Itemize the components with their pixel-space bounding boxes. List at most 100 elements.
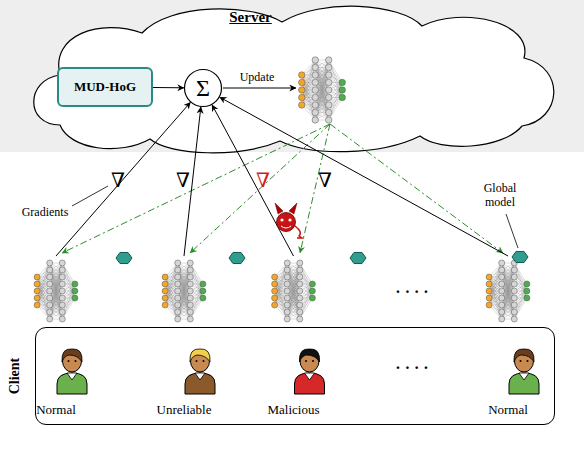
net-weight	[315, 75, 329, 83]
net-weight	[315, 75, 329, 113]
client-group: NormalUnreliableMaliciousNormalClient	[35, 327, 555, 425]
leader-line	[72, 186, 108, 206]
net-weight	[329, 83, 343, 91]
net-weight	[315, 68, 329, 83]
net-weight	[302, 60, 316, 98]
net-neuron	[272, 288, 278, 294]
net-weight	[302, 105, 316, 113]
net-neuron	[187, 309, 193, 315]
net-neuron	[272, 281, 278, 287]
person-hair	[190, 349, 210, 362]
net-neuron	[59, 302, 65, 308]
net-weight	[315, 60, 329, 68]
net-neuron	[499, 281, 505, 287]
arrow-label: Update	[240, 70, 275, 85]
server-cloud: MUD-HoGΣServer	[20, 0, 565, 155]
group-title: Client	[7, 351, 23, 401]
net-neuron	[47, 260, 53, 266]
gradient-arrow	[220, 97, 508, 256]
net-neuron	[175, 281, 181, 287]
net-weight	[315, 83, 329, 91]
net-weight	[315, 83, 329, 121]
net-weight	[329, 98, 343, 106]
net-neuron	[297, 316, 303, 322]
net-weight	[315, 68, 329, 121]
net-weight	[315, 75, 329, 98]
net-neuron	[297, 288, 303, 294]
net-weight	[302, 75, 316, 76]
net-weight	[302, 90, 316, 105]
net-neuron	[187, 274, 193, 280]
net-neuron	[200, 295, 206, 301]
gradient-symbol: ∇	[176, 168, 190, 192]
net-weight	[315, 68, 329, 91]
net-neuron	[175, 309, 181, 315]
person-hair	[514, 349, 534, 362]
net-neuron	[187, 295, 193, 301]
net-neuron	[272, 295, 278, 301]
net-weight	[315, 105, 329, 120]
gradient-symbol: ∇	[318, 168, 332, 192]
net-weight	[315, 68, 329, 76]
net-weight	[302, 68, 316, 76]
global-model	[299, 57, 346, 123]
net-weight	[302, 75, 316, 113]
net-weight	[302, 75, 316, 83]
node-label: Server	[229, 9, 271, 26]
net-weight	[315, 98, 329, 106]
client-node: Normal	[459, 256, 557, 421]
net-neuron	[299, 94, 305, 100]
net-weight	[329, 90, 343, 113]
net-neuron	[312, 57, 318, 63]
net-weight	[315, 83, 329, 91]
net-weight	[275, 284, 288, 305]
person-icon	[509, 349, 539, 394]
net-neuron	[297, 260, 303, 266]
sum-circle-shape	[185, 70, 222, 107]
net-weight	[315, 83, 329, 113]
net-neuron	[511, 316, 517, 322]
net-weight	[315, 98, 329, 106]
net-weight	[329, 60, 343, 83]
net-weight	[329, 98, 343, 121]
net-weight	[315, 90, 329, 98]
net-neuron	[312, 87, 318, 93]
node-label: Σ	[196, 76, 210, 100]
net-weight	[302, 60, 316, 105]
net-weight	[315, 90, 329, 113]
net-neuron	[326, 94, 332, 100]
net-neuron	[187, 267, 193, 273]
net-neuron	[499, 260, 505, 266]
net-neuron	[511, 295, 517, 301]
net-neuron	[486, 302, 492, 308]
net-weight	[315, 97, 329, 98]
net-weight	[302, 83, 316, 98]
net-neuron	[47, 302, 53, 308]
net-weight	[302, 105, 316, 106]
net-weight	[315, 60, 329, 120]
net-weight	[302, 83, 316, 91]
net-weight	[329, 82, 343, 83]
net-neuron	[309, 281, 315, 287]
net-weight	[302, 75, 316, 83]
net-weight	[315, 113, 329, 121]
net-weight	[302, 75, 316, 120]
net-neuron	[297, 281, 303, 287]
net-neuron	[486, 288, 492, 294]
net-neuron	[187, 281, 193, 287]
net-weight	[302, 98, 316, 121]
net-neuron	[200, 288, 206, 294]
node-label: Normal	[36, 402, 76, 418]
net-neuron	[187, 288, 193, 294]
net-weight	[302, 82, 316, 83]
net-neuron	[511, 309, 517, 315]
net-neuron	[284, 274, 290, 280]
net-weight	[315, 75, 329, 83]
person-eye	[203, 360, 205, 362]
net-neuron	[162, 281, 168, 287]
net-weight	[329, 90, 343, 98]
net-weight	[315, 60, 329, 75]
net-neuron	[47, 309, 53, 315]
